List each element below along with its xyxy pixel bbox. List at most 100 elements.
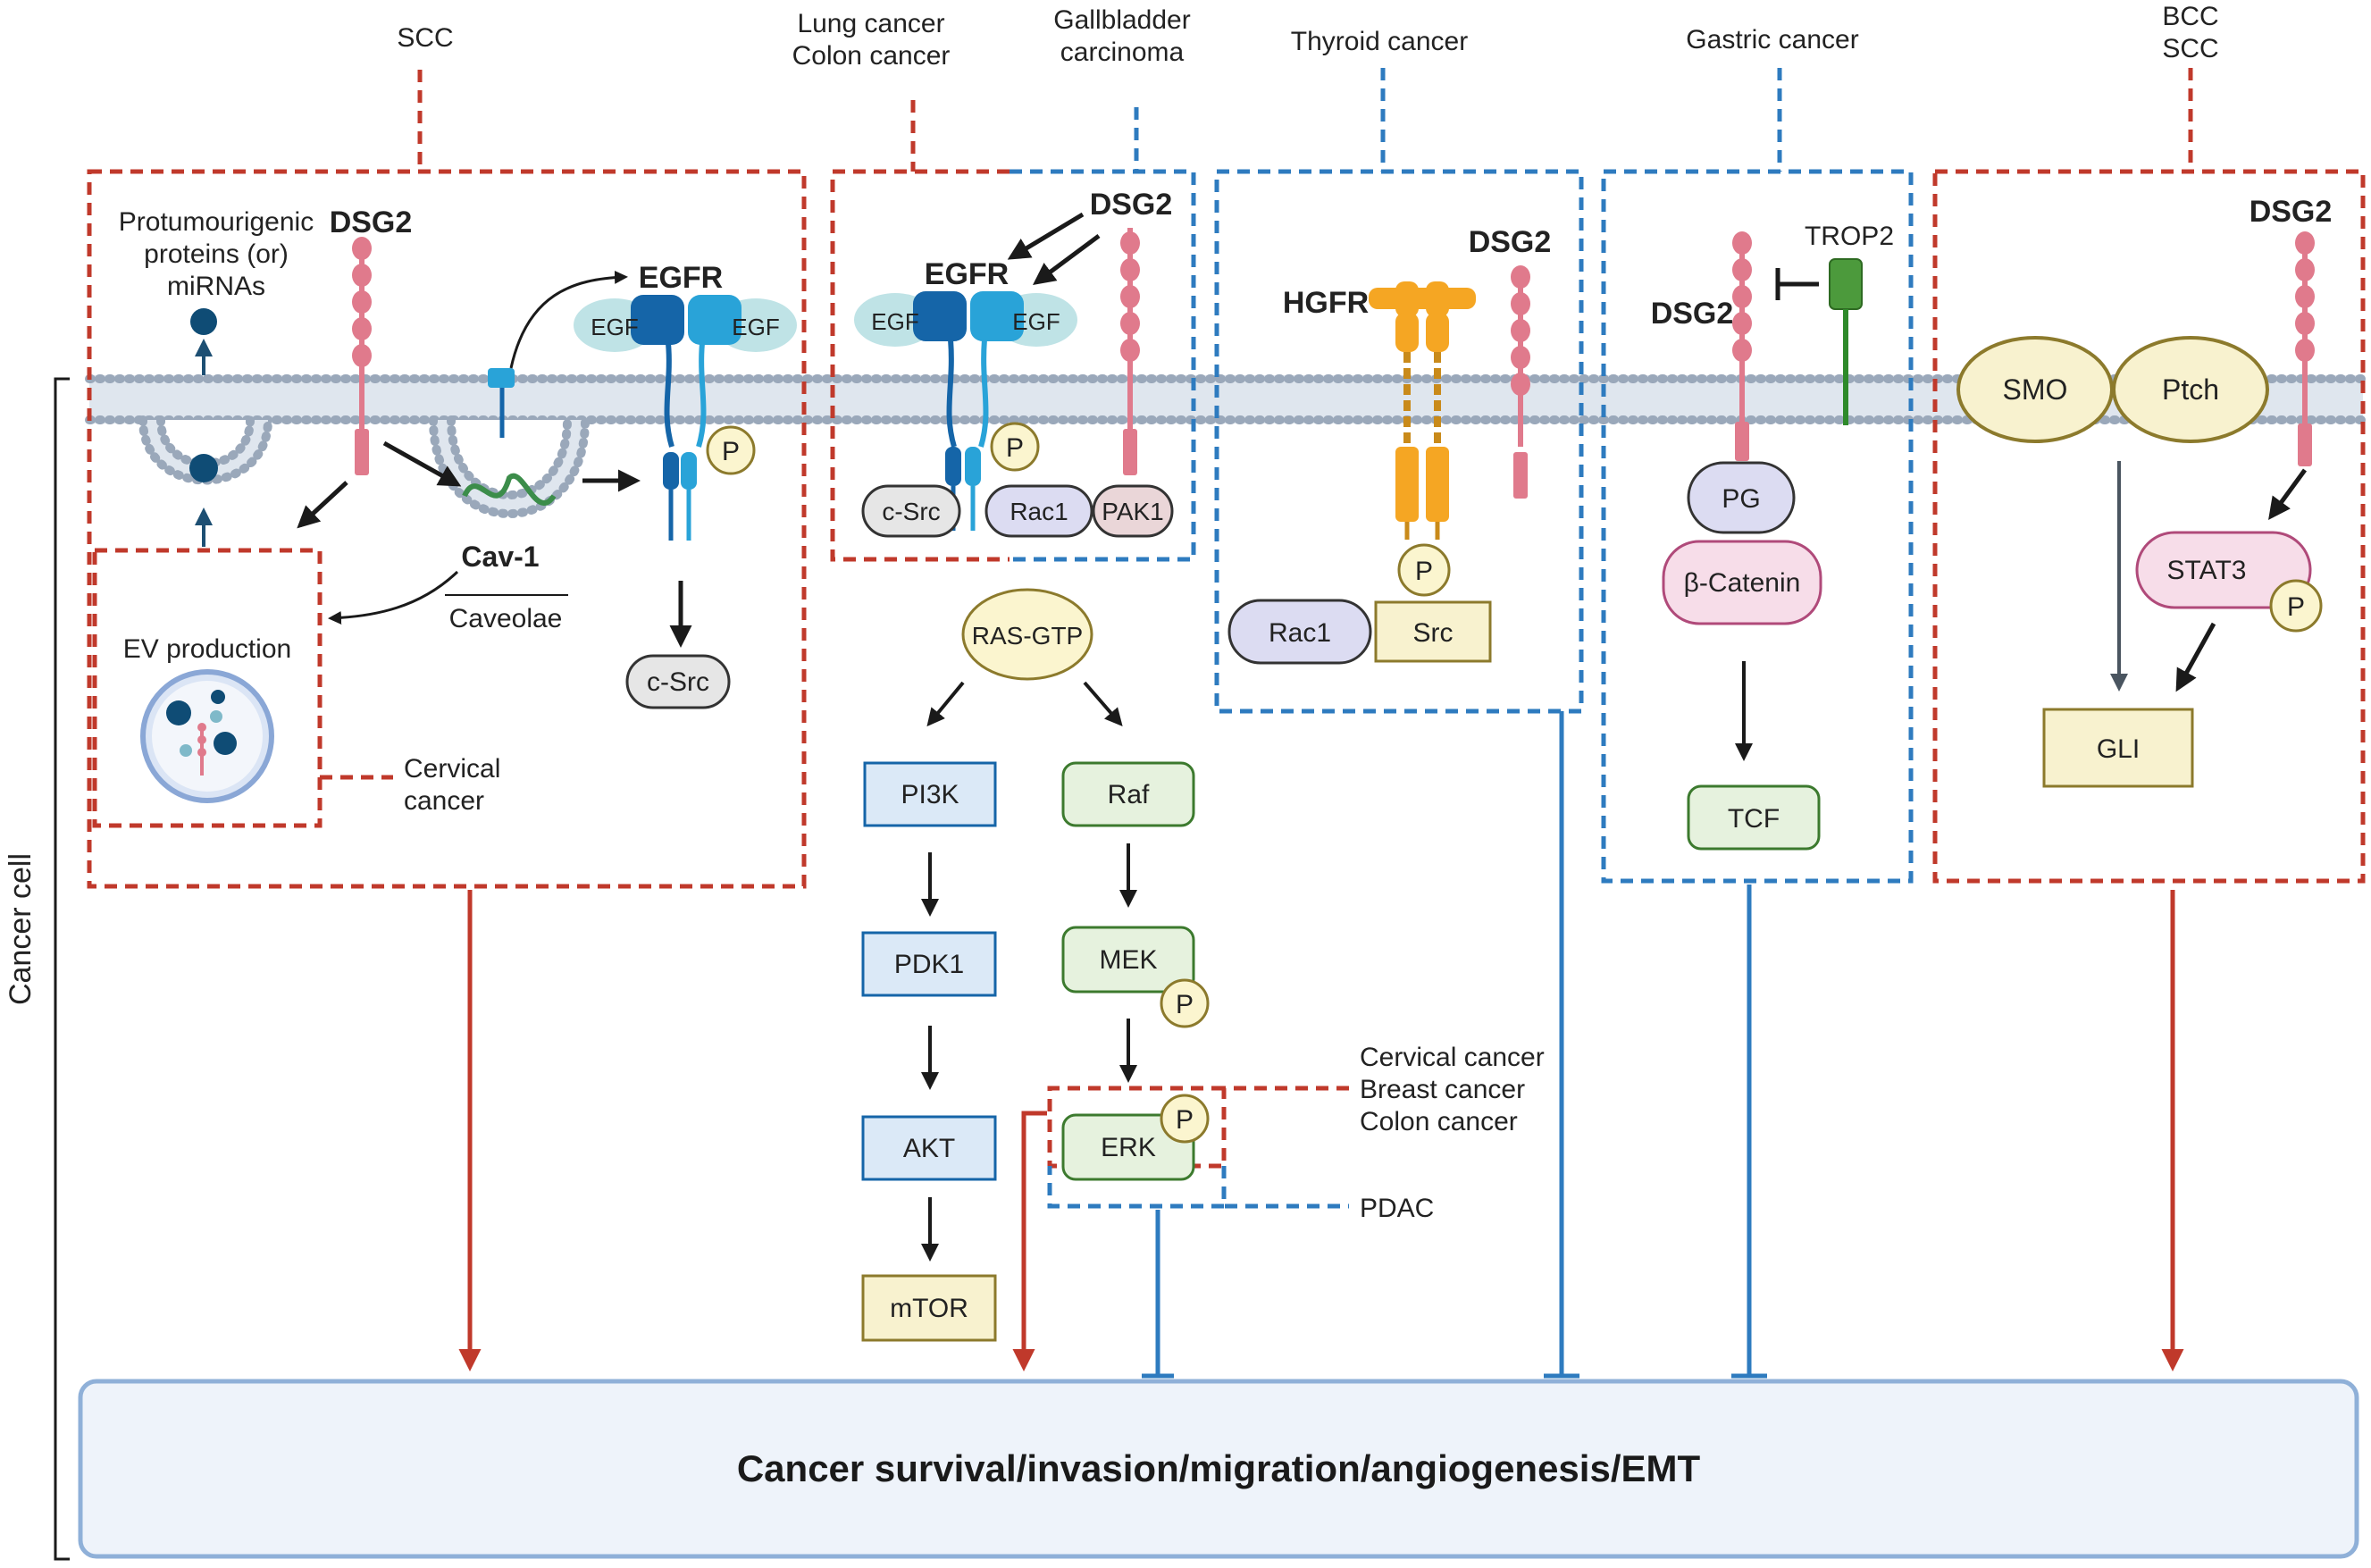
panel-lung-gallbladder: DSG2 EGFR EGF EGF P c xyxy=(854,188,1174,538)
gastric-inhibits-outcome xyxy=(1731,885,1767,1379)
dsg2-receptor-bcc xyxy=(2295,231,2315,466)
trop2-label: TROP2 xyxy=(1805,222,1894,251)
downstream-pathway: RAS-GTP PI3K PDK1 AKT mTOR Raf MEK P ERK… xyxy=(861,588,1210,1342)
egfr-receptor-lung xyxy=(854,291,1077,531)
cancer-cell-label: Cancer cell xyxy=(4,853,38,1005)
arrow-caveola-to-egfr xyxy=(509,270,628,369)
dsg2-label-gastric: DSG2 xyxy=(1651,297,1734,331)
phospho-egfr-scc xyxy=(706,425,756,475)
csrc-node-lung xyxy=(861,484,961,538)
mek-label: MEK xyxy=(1099,945,1157,975)
gli-node xyxy=(2042,708,2194,788)
erk-inhibits-outcome xyxy=(1142,1210,1174,1379)
cav1-label: Cav-1 xyxy=(461,541,539,573)
label-carcinoma: carcinoma xyxy=(1060,38,1185,67)
egfr-label-lung: EGFR xyxy=(925,257,1009,291)
arrow-dsg2-to-stat3 xyxy=(2268,468,2308,521)
ptch-label: Ptch xyxy=(2162,373,2219,406)
cancer-cell-bracket xyxy=(54,377,70,1561)
region-labels: SCC Lung cancer Colon cancer Gallbladder… xyxy=(397,2,2218,1223)
phospho-hgfr xyxy=(1397,543,1451,597)
egf-ligand-lung-left: EGF xyxy=(871,308,918,335)
label-bcc-scc: SCC xyxy=(2162,34,2218,63)
arrow-ras-to-raf xyxy=(1083,681,1123,727)
label-cervical-cancer: cancer xyxy=(404,786,484,816)
caveolae-label: Caveolae xyxy=(449,604,563,633)
akt-node xyxy=(861,1115,997,1181)
smo-label: SMO xyxy=(2003,373,2068,406)
trop2-receptor xyxy=(1829,258,1863,425)
csrc-node-scc xyxy=(625,654,731,709)
cav1-protein xyxy=(462,473,557,506)
hgfr-receptor xyxy=(1369,281,1476,540)
egf-ligand-lung-right: EGF xyxy=(1012,308,1060,335)
raf-label: Raf xyxy=(1108,780,1150,809)
stat3-node xyxy=(2135,531,2312,609)
budding-vesicle xyxy=(189,454,218,482)
label-thyroid: Thyroid cancer xyxy=(1291,27,1468,56)
outcome-box xyxy=(78,1379,2359,1559)
phospho-hgfr-label: P xyxy=(1415,557,1433,586)
gli-label: GLI xyxy=(2097,734,2140,764)
phospho-egfr-lung xyxy=(990,422,1040,472)
egfr-label-scc: EGFR xyxy=(639,261,723,295)
panel-thyroid: HGFR P DSG2 Rac1 Src xyxy=(1227,225,1552,665)
arrow-dsg2-to-egfr-2 xyxy=(1032,233,1101,285)
mtor-node xyxy=(861,1274,997,1342)
panel-gastric: TROP2 DSG2 PG β-Catenin TCF xyxy=(1651,222,1894,851)
phospho-mek xyxy=(1160,978,1210,1028)
csrc-label-lung: c-Src xyxy=(882,498,940,525)
phospho-stat3-label: P xyxy=(2287,592,2305,622)
erk-activates-outcome xyxy=(1012,1111,1047,1371)
pi3k-label: PI3K xyxy=(901,780,959,809)
erk-node xyxy=(1061,1113,1195,1181)
beta-catenin-label: β-Catenin xyxy=(1684,568,1801,598)
label-pdac: PDAC xyxy=(1360,1194,1434,1223)
caveola-receptor xyxy=(488,368,515,438)
phospho-stat3 xyxy=(2269,579,2323,633)
src-node-thyroid xyxy=(1374,600,1492,663)
hgfr-label: HGFR xyxy=(1283,286,1369,320)
bcc-box xyxy=(1932,169,2366,884)
dsg2-receptor-lung xyxy=(1120,228,1140,475)
arrow-caveolae-to-ev xyxy=(328,570,459,625)
protumour-label-1: Protumourigenic xyxy=(119,207,314,237)
rac1-label-lung: Rac1 xyxy=(1010,498,1068,525)
csrc-label-scc: c-Src xyxy=(647,667,709,697)
cervical-box xyxy=(92,548,323,828)
phospho-label-lung: P xyxy=(1006,433,1024,463)
stat3-label: STAT3 xyxy=(2167,556,2247,585)
ras-gtp-label: RAS-GTP xyxy=(972,622,1083,650)
tcf-label: TCF xyxy=(1728,804,1780,834)
ev-production-label: EV production xyxy=(123,634,291,664)
dsg2-label-thyroid: DSG2 xyxy=(1469,225,1552,259)
arrow-dsg2-to-cav1 xyxy=(382,440,462,487)
pi3k-node xyxy=(863,761,997,827)
rac1-node-thyroid xyxy=(1227,599,1372,665)
pg-label: PG xyxy=(1722,484,1760,514)
src-label-thyroid: Src xyxy=(1413,618,1454,648)
label-lung-cancer: Lung cancer xyxy=(797,9,944,38)
tcf-node xyxy=(1687,784,1821,851)
scc-box xyxy=(87,169,807,889)
outcome-links xyxy=(458,711,2184,1379)
thyroid-inhibits-outcome xyxy=(1544,711,1579,1379)
label-erk-cervical: Cervical cancer xyxy=(1360,1043,1545,1072)
label-scc: SCC xyxy=(397,23,453,53)
secreted-vesicle xyxy=(190,308,217,335)
pdk1-node xyxy=(861,931,997,997)
egf-ligand-left: EGF xyxy=(591,314,638,340)
pak1-label-lung: PAK1 xyxy=(1102,498,1164,525)
mek-node xyxy=(1061,926,1195,994)
ras-gtp-node xyxy=(961,588,1093,681)
dsg2-receptor-thyroid xyxy=(1511,265,1530,499)
arrow-ras-to-pi3k xyxy=(926,681,965,727)
label-bcc: BCC xyxy=(2162,2,2218,31)
erk-blue-box xyxy=(1047,1166,1349,1209)
label-colon-cancer: Colon cancer xyxy=(792,41,951,71)
dsg2-label-lung: DSG2 xyxy=(1090,188,1173,222)
ptch-node xyxy=(2112,336,2269,443)
arrow-dsg2-to-ev xyxy=(297,481,348,529)
